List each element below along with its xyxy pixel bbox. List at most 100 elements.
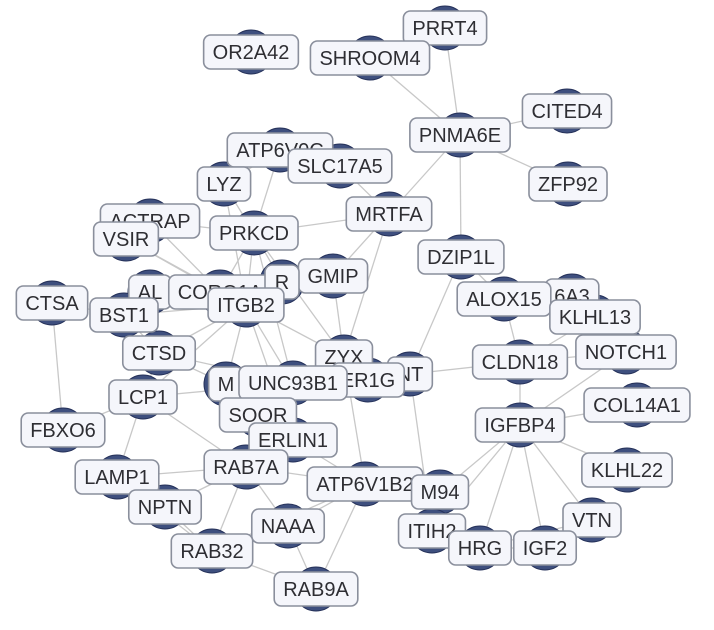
node-label: IGF2: [523, 538, 567, 560]
node-rab9a[interactable]: RAB9A: [273, 571, 359, 607]
node-prkcd[interactable]: PRKCD: [209, 215, 299, 251]
node-box: [471, 344, 569, 380]
node-box: [273, 571, 359, 607]
node-box: [207, 287, 285, 323]
node-atp6v1b2[interactable]: ATP6V1B2: [306, 466, 424, 502]
node-vsir[interactable]: VSIR: [92, 221, 160, 257]
node-label: HRG: [458, 538, 502, 560]
node-bst1[interactable]: BST1: [89, 297, 159, 333]
node-unc93b1[interactable]: UNC93B1: [238, 365, 348, 401]
node-box: [203, 449, 289, 485]
node-m[interactable]: M: [207, 366, 245, 402]
node-lamp1[interactable]: LAMP1: [74, 459, 160, 495]
node-label: VSIR: [103, 229, 150, 251]
node-mrtfa[interactable]: MRTFA: [345, 196, 433, 232]
node-zfp92[interactable]: ZFP92: [528, 166, 608, 202]
node-ctsd[interactable]: CTSD: [121, 335, 197, 371]
node-cldn18[interactable]: CLDN18: [471, 344, 569, 380]
node-label: VTN: [572, 510, 612, 532]
node-box: [417, 239, 505, 275]
node-label: LAMP1: [84, 467, 150, 489]
node-label: IGFBP4: [484, 415, 555, 437]
node-label: KLHL13: [559, 307, 631, 329]
node-slc17a5[interactable]: SLC17A5: [287, 148, 393, 184]
node-box: [583, 387, 691, 423]
node-label: LYZ: [206, 174, 241, 196]
node-label: PNMA6E: [419, 125, 501, 147]
node-box: [549, 299, 641, 335]
node-alox15[interactable]: ALOX15: [456, 281, 552, 317]
node-label: LCP1: [118, 387, 168, 409]
node-label: FBXO6: [30, 420, 96, 442]
node-label: OR2A42: [213, 42, 290, 64]
node-rab7a[interactable]: RAB7A: [203, 449, 289, 485]
node-label: MRTFA: [355, 204, 423, 226]
node-label: CLDN18: [482, 352, 559, 374]
node-igf2[interactable]: IGF2: [512, 530, 578, 566]
node-naaa[interactable]: NAAA: [250, 508, 326, 544]
node-itgb2[interactable]: ITGB2: [207, 287, 285, 323]
node-box: [345, 196, 433, 232]
node-nptn[interactable]: NPTN: [127, 489, 203, 525]
node-box: [402, 10, 488, 46]
node-box: [15, 285, 89, 321]
node-igfbp4[interactable]: IGFBP4: [474, 407, 566, 443]
node-klhl22[interactable]: KLHL22: [581, 452, 673, 488]
node-box: [410, 474, 470, 510]
node-box: [287, 148, 393, 184]
node-label: NAAA: [261, 516, 316, 538]
node-box: [562, 502, 622, 538]
node-lyz[interactable]: LYZ: [196, 166, 252, 202]
node-label: RAB9A: [283, 579, 349, 601]
node-box: [248, 422, 338, 458]
node-box: [447, 530, 513, 566]
node-label: NOTCH1: [585, 342, 667, 364]
node-label: ALOX15: [466, 289, 542, 311]
node-cited4[interactable]: CITED4: [521, 93, 613, 129]
node-label: RAB32: [180, 541, 243, 563]
node-dzip1l[interactable]: DZIP1L: [417, 239, 505, 275]
node-box: [89, 297, 159, 333]
node-klhl13[interactable]: KLHL13: [549, 299, 641, 335]
node-label: KLHL22: [591, 460, 663, 482]
node-label: ATP6V1B2: [316, 474, 413, 496]
node-shroom4[interactable]: SHROOM4: [309, 40, 431, 76]
node-gmip[interactable]: GMIP: [297, 258, 369, 294]
node-fbxo6[interactable]: FBXO6: [20, 412, 106, 448]
node-m94[interactable]: M94: [410, 474, 470, 510]
node-pnma6e[interactable]: PNMA6E: [409, 117, 511, 153]
node-label: PRKCD: [219, 223, 289, 245]
node-label: GMIP: [307, 266, 358, 288]
node-ctsa[interactable]: CTSA: [15, 285, 89, 321]
node-box: [196, 166, 252, 202]
node-label: ERLIN1: [258, 430, 328, 452]
node-label: ITIH2: [408, 521, 457, 543]
node-notch1[interactable]: NOTCH1: [575, 334, 677, 370]
node-label: CITED4: [531, 101, 602, 123]
node-vtn[interactable]: VTN: [562, 502, 622, 538]
node-box: [202, 34, 300, 70]
node-erlin1[interactable]: ERLIN1: [248, 422, 338, 458]
node-lcp1[interactable]: LCP1: [108, 379, 178, 415]
node-label: UNC93B1: [248, 373, 338, 395]
node-box: [474, 407, 566, 443]
node-or2a42[interactable]: OR2A42: [202, 34, 300, 70]
node-box: [528, 166, 608, 202]
node-label: ZFP92: [538, 174, 598, 196]
node-box: [575, 334, 677, 370]
node-hrg[interactable]: HRG: [447, 530, 513, 566]
node-box: [250, 508, 326, 544]
node-label: NPTN: [138, 497, 192, 519]
node-er1g[interactable]: ER1G: [330, 362, 406, 398]
node-box: [74, 459, 160, 495]
node-box: [170, 533, 254, 569]
node-rab32[interactable]: RAB32: [170, 533, 254, 569]
node-prrt4[interactable]: PRRT4: [402, 10, 488, 46]
node-label: COL14A1: [593, 395, 681, 417]
node-label: CTSD: [132, 343, 186, 365]
node-label: M: [218, 374, 235, 396]
node-label: M94: [421, 482, 460, 504]
node-box: [121, 335, 197, 371]
node-col14a1[interactable]: COL14A1: [583, 387, 691, 423]
